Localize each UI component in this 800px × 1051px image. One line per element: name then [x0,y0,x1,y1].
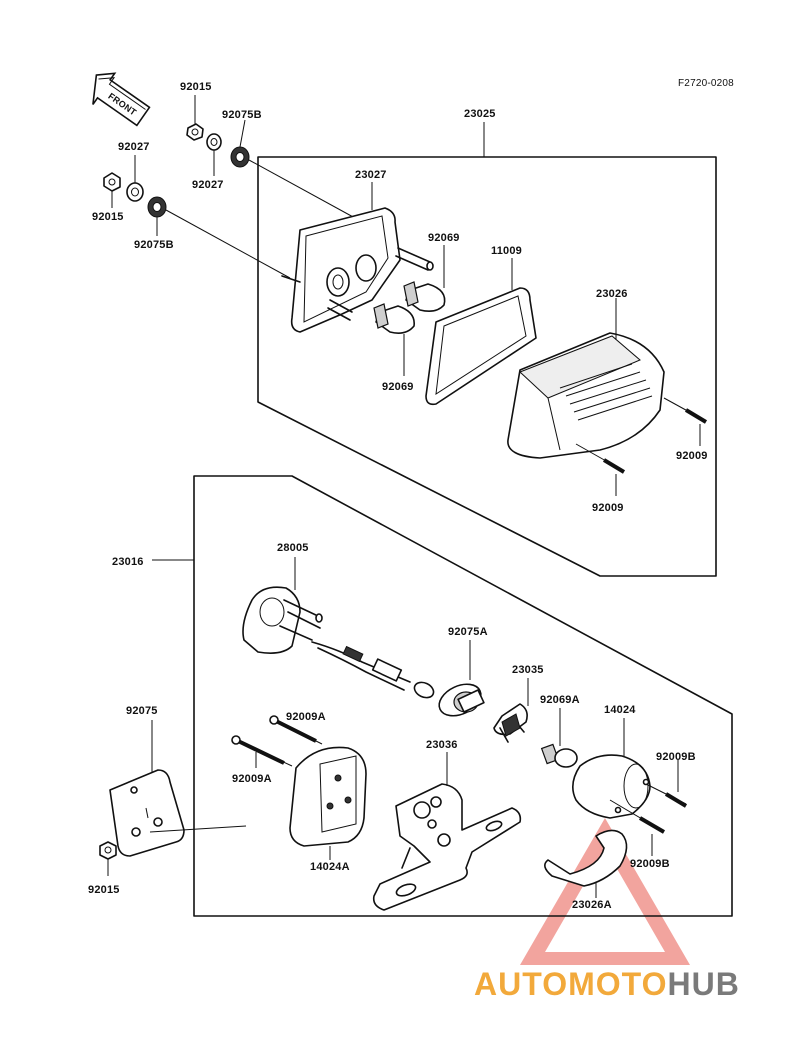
label-92009B-b: 92009B [630,858,670,870]
label-23025: 23025 [464,108,496,120]
label-11009: 11009 [491,245,522,257]
cover-23026A: 23026A [544,829,628,911]
screw-92009B-upper: 92009B [645,751,696,808]
lower-assembly-frame: 23016 [112,475,733,917]
grommet-92075B-top: 92075B [222,109,262,168]
label-92015-a: 92015 [180,81,212,93]
label-92009A-a: 92009A [286,711,326,723]
label-14024: 14024 [604,704,636,716]
bracket-23036: 23036 [372,739,522,911]
label-92075: 92075 [126,705,158,717]
label-92015-b: 92015 [92,211,124,223]
label-92027-b: 92027 [192,179,224,191]
figure-code: F2720-0208 [678,78,734,89]
gasket-92075: 92075 [109,705,247,857]
screw-92009A-a: 92009A [269,711,326,745]
label-23027: 23027 [355,169,387,181]
bulb-92069-lower: 92069 [373,303,415,393]
label-92009B-a: 92009B [656,751,696,763]
label-23026: 23026 [596,288,628,300]
washer-92027-left: 92027 [118,141,150,202]
nut-92015-left: 92015 [92,172,124,223]
label-92075A: 92075A [448,626,488,638]
label-92027-a: 92027 [118,141,150,153]
label-92009A-b: 92009A [232,773,272,785]
label-23026A: 23026A [572,899,612,911]
nut-92015-lower: 92015 [88,841,120,896]
screw-92009-lower: 92009 [575,443,626,514]
label-23036: 23036 [426,739,458,751]
label-23035: 23035 [512,664,544,676]
label-14024A: 14024A [310,861,350,873]
clip-23035: 23035 [493,664,544,743]
washer-92027-top: 92027 [192,133,224,191]
bulb-92069-upper: 92069 [403,232,460,312]
grommet-92075B-left: 92075B [134,196,174,251]
housing-23027: 23027 [281,169,434,333]
socket-28005: 28005 [242,542,435,699]
screw-92009-right: 92009 [663,397,708,462]
label-92069-a: 92069 [428,232,460,244]
label-92069A: 92069A [540,694,580,706]
nut-92015-top: 92015 [180,81,212,141]
lens-14024: 14024 [572,704,651,819]
label-23016: 23016 [112,556,144,568]
gasket-11009: 11009 [425,245,537,406]
watermark-text: AUTOMOTOHUB [474,966,740,1002]
label-92009-b: 92009 [592,502,624,514]
upper-assembly-frame: 23025 [257,108,717,577]
lens-23026: 23026 [507,288,665,459]
bulb-92069A: 92069A [540,694,580,768]
label-92075B-b: 92075B [134,239,174,251]
label-92009-a: 92009 [676,450,708,462]
label-92015-c: 92015 [88,884,120,896]
screw-92009B-lower: 92009B [609,799,670,870]
label-92069-b: 92069 [382,381,414,393]
label-28005: 28005 [277,542,309,554]
screw-92009A-b: 92009A [231,735,293,785]
front-arrow-icon: FRONT [92,72,151,127]
label-92075B-a: 92075B [222,109,262,121]
base-14024A: 14024A [289,746,367,873]
grommet-92075A: 92075A [438,626,488,717]
